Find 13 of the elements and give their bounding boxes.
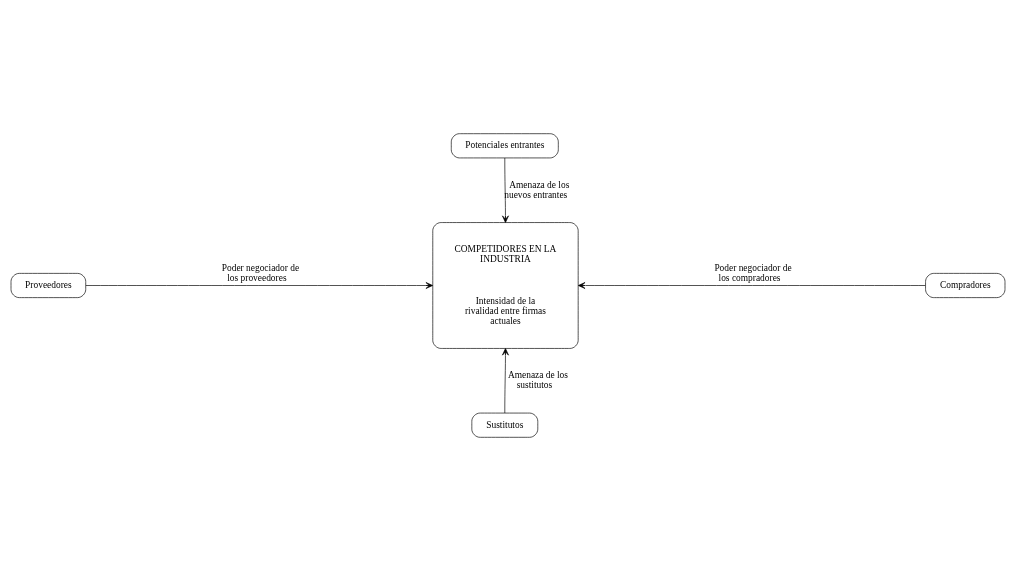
node-box: Sustitutos xyxy=(471,412,539,438)
arrow xyxy=(85,282,433,289)
arrow xyxy=(578,282,926,289)
edge-label: Amenaza de los sustitutos xyxy=(507,370,568,391)
node-box: Potenciales entrantes xyxy=(450,133,559,159)
edge-label: Poder negociador de los compradores xyxy=(714,262,792,283)
node-box: COMPETIDORES EN LA INDUSTRIA Intensidad de la rivalidad entre firmas actuales xyxy=(432,222,579,349)
node-box: Compradores xyxy=(925,273,1006,298)
arrow xyxy=(502,157,509,223)
edge-label: Amenaza de los nuevos entrantes xyxy=(504,179,570,200)
arrow xyxy=(502,348,509,414)
edge-label: Poder negociador de los proveedores xyxy=(221,262,300,283)
node-box: Proveedores xyxy=(10,273,87,298)
